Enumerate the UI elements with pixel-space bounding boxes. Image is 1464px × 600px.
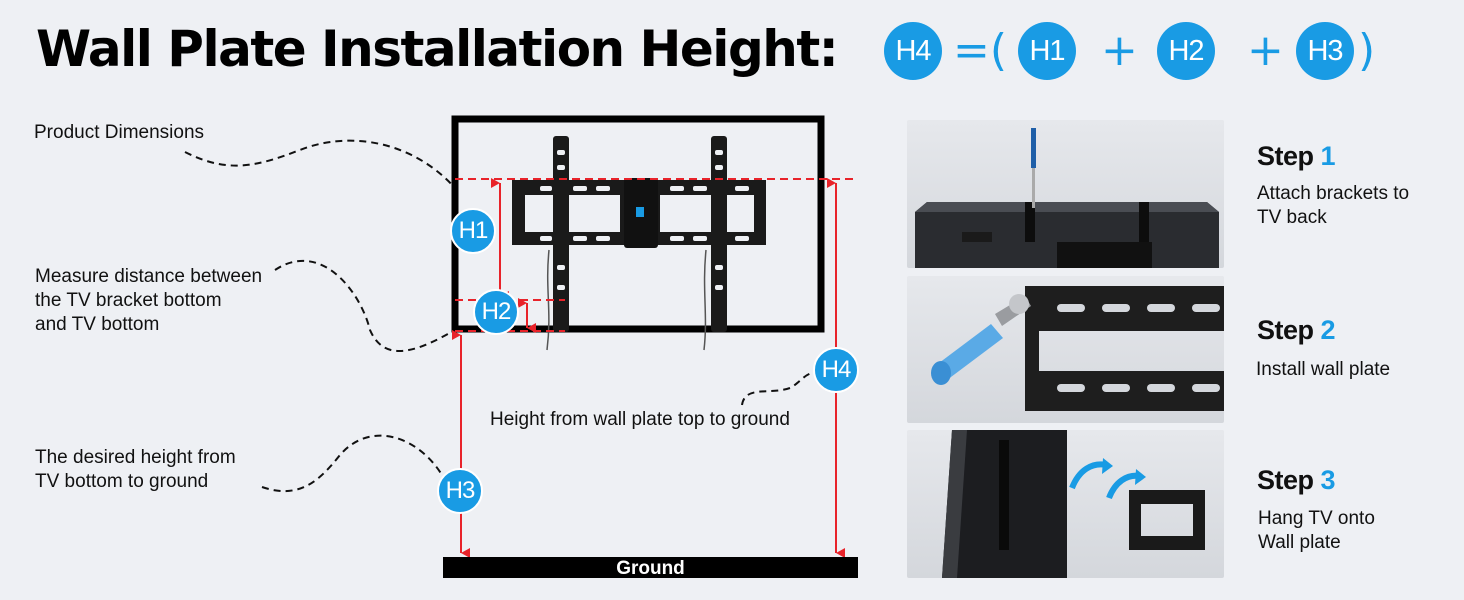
step-3-image	[907, 430, 1224, 578]
label-desired-line-1: The desired height from	[35, 447, 236, 468]
diagram-h2-badge: H2	[473, 289, 519, 335]
label-measure-line-2: the TV bracket bottom	[35, 290, 222, 311]
step-1-image	[907, 120, 1224, 268]
formula-close-paren: )	[1358, 25, 1376, 76]
tv-back-illustration	[915, 128, 1219, 268]
label-desired-line-2: TV bottom to ground	[35, 471, 209, 492]
step-1-title: Step 1	[1257, 141, 1336, 171]
diagram-h1-badge: H1	[450, 208, 496, 254]
step-1-description: Attach brackets to TV back	[1257, 183, 1410, 228]
label-product-dimensions: Product Dimensions	[34, 122, 205, 143]
formula-h3-badge: H3	[1296, 22, 1354, 80]
label-measure-distance: Measure distance between the TV bracket …	[35, 265, 262, 337]
connector-measure-distance	[274, 259, 456, 352]
step-2-title: Step 2	[1257, 315, 1336, 345]
formula-h1-badge: H1	[1018, 22, 1076, 80]
label-desired-height: The desired height from TV bottom to gro…	[35, 446, 236, 494]
connector-product-dimensions	[184, 139, 466, 201]
wall-plate-install-illustration	[931, 286, 1224, 411]
formula-plus-2: +	[1247, 25, 1284, 76]
hang-tv-illustration	[942, 430, 1205, 578]
step-3-title: Step 3	[1257, 465, 1336, 495]
step-2-description: Install wall plate	[1256, 359, 1391, 380]
page-title: Wall Plate Installation Height:	[36, 20, 839, 78]
formula-equals-open: =(	[953, 25, 1008, 76]
label-measure-line-3: and TV bottom	[35, 314, 160, 335]
diagram-h3-badge: H3	[437, 468, 483, 514]
formula-h4-badge: H4	[884, 22, 942, 80]
step-2-image	[907, 276, 1224, 423]
diagram-h4-badge: H4	[813, 347, 859, 393]
ground-bar: Ground	[443, 557, 858, 579]
tv-bracket	[512, 136, 766, 351]
formula-h2-badge: H2	[1157, 22, 1215, 80]
label-wall-plate-height: Height from wall plate top to ground	[490, 409, 790, 430]
formula-plus-1: +	[1101, 25, 1138, 76]
connector-wall-plate-height	[741, 371, 819, 406]
connector-desired-height	[261, 434, 446, 492]
step-3-description: Hang TV onto Wall plate	[1258, 508, 1375, 553]
label-measure-line-1: Measure distance between	[35, 266, 263, 287]
